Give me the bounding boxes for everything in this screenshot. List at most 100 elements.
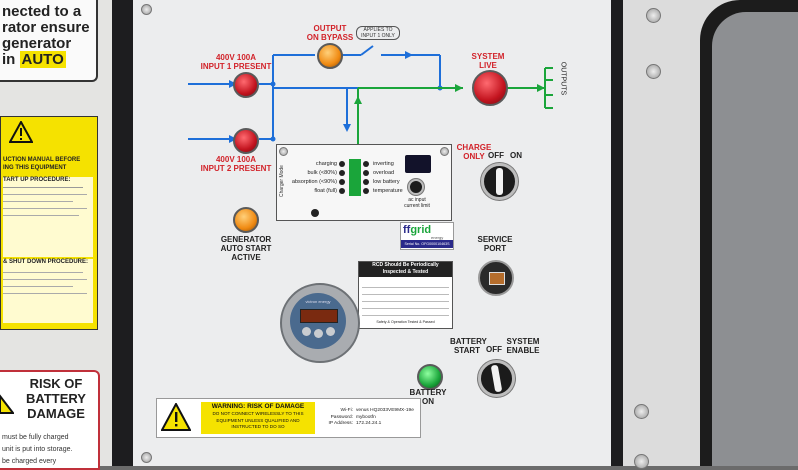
charge-off-label: OFF <box>488 151 504 160</box>
led-label-low-battery: low battery <box>373 179 400 185</box>
outputs-label: OUTPUTS <box>559 61 567 96</box>
notice-line-1: nected to a <box>2 3 82 20</box>
risk-title-3: DAMAGE <box>27 406 85 421</box>
window-glass <box>712 12 798 466</box>
risk-text-1: must be fully charged <box>2 434 69 441</box>
system-live-lamp <box>472 70 508 106</box>
led-label-temperature: temperature <box>373 188 403 194</box>
left-panel: nected to a rator ensure generator in AU… <box>0 0 112 470</box>
risk-title-2: BATTERY <box>26 391 86 406</box>
current-limit-knob[interactable] <box>408 179 424 195</box>
offgrid-brand-b: grid <box>410 224 432 236</box>
wiring-diagram <box>188 45 553 150</box>
panel-screw <box>141 4 152 15</box>
input1-lamp <box>233 72 259 98</box>
control-panel <box>133 0 611 466</box>
switch-handle <box>490 364 503 393</box>
output-bypass-lamp <box>317 43 343 69</box>
battery-system-switch[interactable] <box>478 360 515 397</box>
monitor-face: victron energy <box>290 293 346 349</box>
generator-lamp <box>233 207 259 233</box>
charge-selector-switch[interactable] <box>481 163 518 200</box>
input2-lamp <box>233 128 259 154</box>
panel-screw <box>279 147 288 156</box>
hinge-screw <box>646 64 661 79</box>
auto-label: AUTO <box>19 51 66 68</box>
generator-notice: nected to a rator ensure generator in AU… <box>0 0 98 82</box>
inverter-control-panel: Charger Mode charging bulk (<80%) absorp… <box>276 144 452 221</box>
warning-triangle-icon <box>8 119 34 143</box>
notice-line-4: in AUTO <box>2 51 66 68</box>
battery-monitor: victron energy <box>280 283 360 363</box>
led-label-charging: charging <box>315 161 337 167</box>
switch-handle <box>496 168 503 195</box>
startup-heading: TART UP PROCEDURE: <box>3 177 71 183</box>
monitor-button-right[interactable] <box>326 327 335 336</box>
wireless-warning-sign: WARNING: RISK OF DAMAGE DO NOT CONNECT W… <box>156 398 421 438</box>
rcd-footer: Safety & Operation Tested & Passed <box>376 320 435 324</box>
ip-value: 172.24.24.1 <box>356 421 382 426</box>
panel-screw <box>440 147 449 156</box>
charge-on-label: ON <box>510 151 522 160</box>
monitor-button-left[interactable] <box>302 327 311 336</box>
door-frame-left <box>112 0 133 466</box>
warning-line-3: INSTRUCTED TO DO SO <box>231 424 285 429</box>
serial-number: Serial No. OFG000010463S <box>401 240 453 248</box>
usb-port-icon <box>489 272 505 285</box>
warning-title: WARNING: RISK OF DAMAGE <box>211 403 305 410</box>
hinge-screw <box>634 454 649 469</box>
ip-key: IP Address: <box>328 421 353 426</box>
risk-text-2: unit is put into storage. <box>2 446 73 453</box>
password-value: mybootfn <box>356 414 376 420</box>
offgrid-brand-a: ff <box>403 224 411 236</box>
hinge-screw <box>634 404 649 419</box>
warning-line-1: DO NOT CONNECT WIRELESSLY TO THIS <box>212 411 304 416</box>
monitor-display <box>300 309 338 323</box>
offgrid-sub: energy <box>431 235 444 240</box>
shutdown-box: & SHUT DOWN PROCEDURE: <box>3 259 93 323</box>
mode-button[interactable] <box>311 209 319 217</box>
monitor-brand: victron energy <box>305 299 331 304</box>
warning-triangle-icon <box>0 394 16 414</box>
risk-text-3: be charged every <box>2 458 57 465</box>
led-label-bulk: bulk (<80%) <box>307 170 337 176</box>
led-label-float: float (full) <box>314 188 337 194</box>
battery-on-lamp <box>417 364 443 390</box>
led-label-absorption: absorption (<90%) <box>291 179 337 185</box>
warning-triangle-icon <box>160 401 192 431</box>
led-strip <box>349 159 361 196</box>
instruction-subheading: ING THIS EQUIPMENT <box>3 165 67 171</box>
password-key: Password: <box>330 414 353 420</box>
warning-text-box: WARNING: RISK OF DAMAGE DO NOT CONNECT W… <box>201 402 315 434</box>
led-label-inverting: inverting <box>373 161 394 167</box>
rcd-test-table <box>362 281 449 319</box>
instructions-sign: UCTION MANUAL BEFORE ING THIS EQUIPMENT … <box>0 116 98 330</box>
led-label-overload: overload <box>373 170 395 176</box>
notice-line-2: rator ensure <box>2 19 90 36</box>
offgrid-logo: ffgrid energy Serial No. OFG000010463S <box>400 222 454 250</box>
instruction-heading: UCTION MANUAL BEFORE <box>3 157 81 163</box>
wifi-value: venus HQ2033VE9MX-19e <box>356 408 414 413</box>
notice-line-3: generator <box>2 35 72 52</box>
wifi-key: Wi-Fi: <box>340 408 353 413</box>
warning-line-2: EQUIPMENT UNLESS QUALIFIED AND <box>216 417 300 423</box>
inverter-display <box>405 155 431 173</box>
hinge-screw <box>646 8 661 23</box>
monitor-button-middle[interactable] <box>314 329 323 338</box>
service-port[interactable] <box>478 260 514 296</box>
shutdown-heading: & SHUT DOWN PROCEDURE: <box>3 259 88 265</box>
